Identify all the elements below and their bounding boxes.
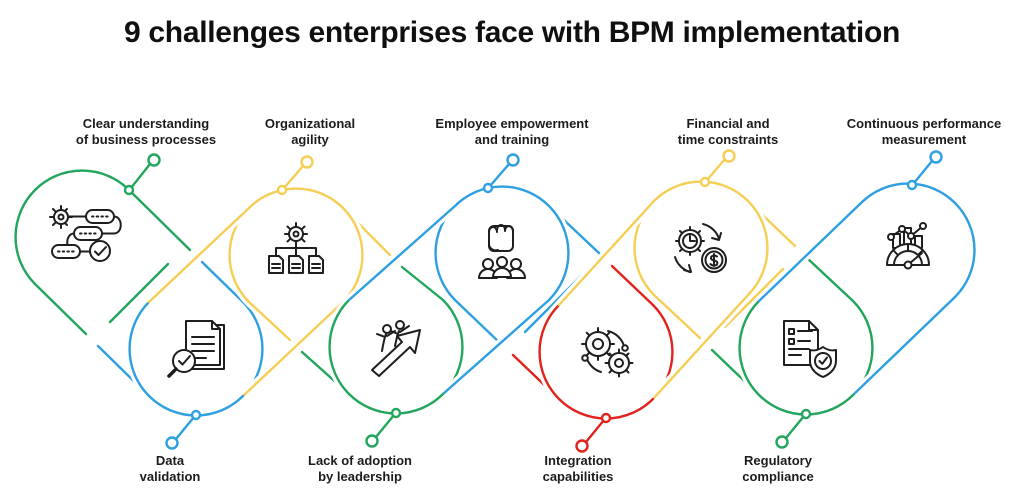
org-structure-icon bbox=[268, 222, 324, 274]
label-clear-understanding: Clear understanding of business processe… bbox=[75, 116, 217, 147]
label-data-validation: Data validation bbox=[139, 453, 201, 484]
document-magnifier-icon bbox=[167, 320, 225, 378]
label-lack-of-adoption: Lack of adoption by leadership bbox=[308, 453, 412, 484]
connector-clear-understanding bbox=[123, 153, 161, 196]
connector-organizational-agility bbox=[276, 155, 314, 196]
label-organizational-agility: Organizational agility bbox=[264, 116, 356, 147]
capsule-link-4 bbox=[325, 182, 573, 418]
capsule-link-2 bbox=[125, 184, 367, 420]
time-money-icon bbox=[674, 223, 727, 273]
label-regulatory-compliance: Regulatory compliance bbox=[742, 453, 814, 484]
connector-employee-empowerment bbox=[482, 153, 520, 194]
label-continuous-performance: Continuous performance measurement bbox=[846, 116, 1002, 147]
label-employee-empowerment: Employee empowerment and training bbox=[435, 116, 589, 147]
linked-gears-icon bbox=[581, 327, 634, 378]
raised-fist-icon bbox=[478, 224, 526, 279]
capsule-link-8 bbox=[735, 179, 979, 419]
label-financial-time: Financial and time constraints bbox=[677, 116, 779, 147]
page-title: 9 challenges enterprises face with BPM i… bbox=[124, 16, 900, 49]
connector-regulatory bbox=[775, 408, 812, 449]
connector-financial bbox=[699, 149, 736, 188]
connector-integration bbox=[575, 412, 612, 453]
process-flow-icon bbox=[49, 205, 122, 262]
connector-performance bbox=[906, 150, 943, 191]
capsule-link-6 bbox=[535, 177, 772, 423]
climb-arrow-icon bbox=[371, 320, 421, 377]
connector-data-validation bbox=[165, 409, 202, 450]
shield-checklist-icon bbox=[783, 320, 837, 378]
gauge-chart-icon bbox=[886, 222, 930, 270]
connector-lack-of-adoption bbox=[365, 407, 402, 448]
label-integration-capabilities: Integration capabilities bbox=[542, 453, 614, 484]
